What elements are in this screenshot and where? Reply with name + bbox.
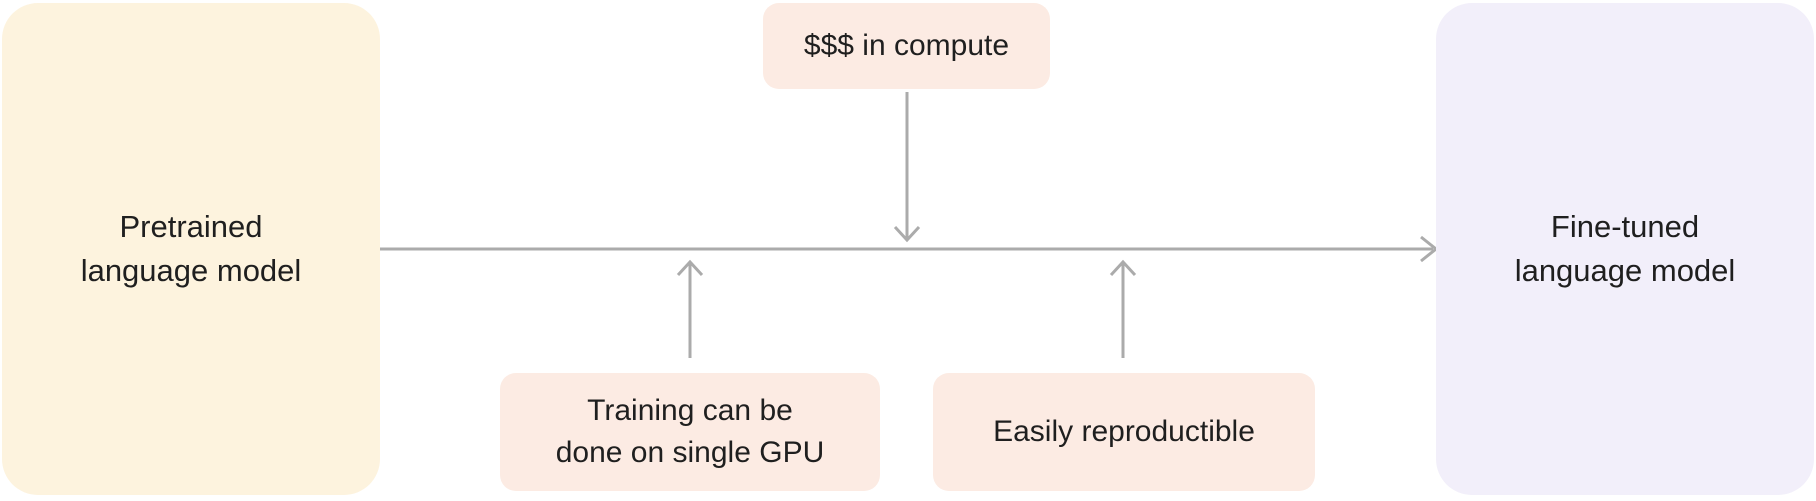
- compute-arrowhead-down-icon: [893, 225, 921, 243]
- callout-single-gpu: Training can be done on single GPU: [500, 373, 880, 491]
- arrow-strokes-group: [379, 92, 1439, 358]
- callout-easily-reproducible-label: Easily reproductible: [993, 415, 1255, 448]
- gpu-arrowhead-up-icon: [676, 259, 704, 277]
- callout-single-gpu-label: Training can be done on single GPU: [555, 394, 825, 469]
- callout-easily-reproducible: Easily reproductible: [933, 373, 1315, 491]
- callout-compute-cost: $$$ in compute: [763, 3, 1050, 89]
- main-flow-arrowhead-right-icon: [1420, 235, 1439, 263]
- callout-compute-cost-label: $$$ in compute: [803, 29, 1010, 62]
- node-pretrained-label: Pretrained language model: [80, 209, 302, 288]
- node-pretrained-language-model: Pretrained language model: [2, 3, 380, 495]
- reproducible-arrowhead-up-icon: [1109, 259, 1137, 277]
- node-finetuned-label: Fine-tuned language model: [1514, 209, 1736, 288]
- node-finetuned-language-model: Fine-tuned language model: [1436, 3, 1814, 495]
